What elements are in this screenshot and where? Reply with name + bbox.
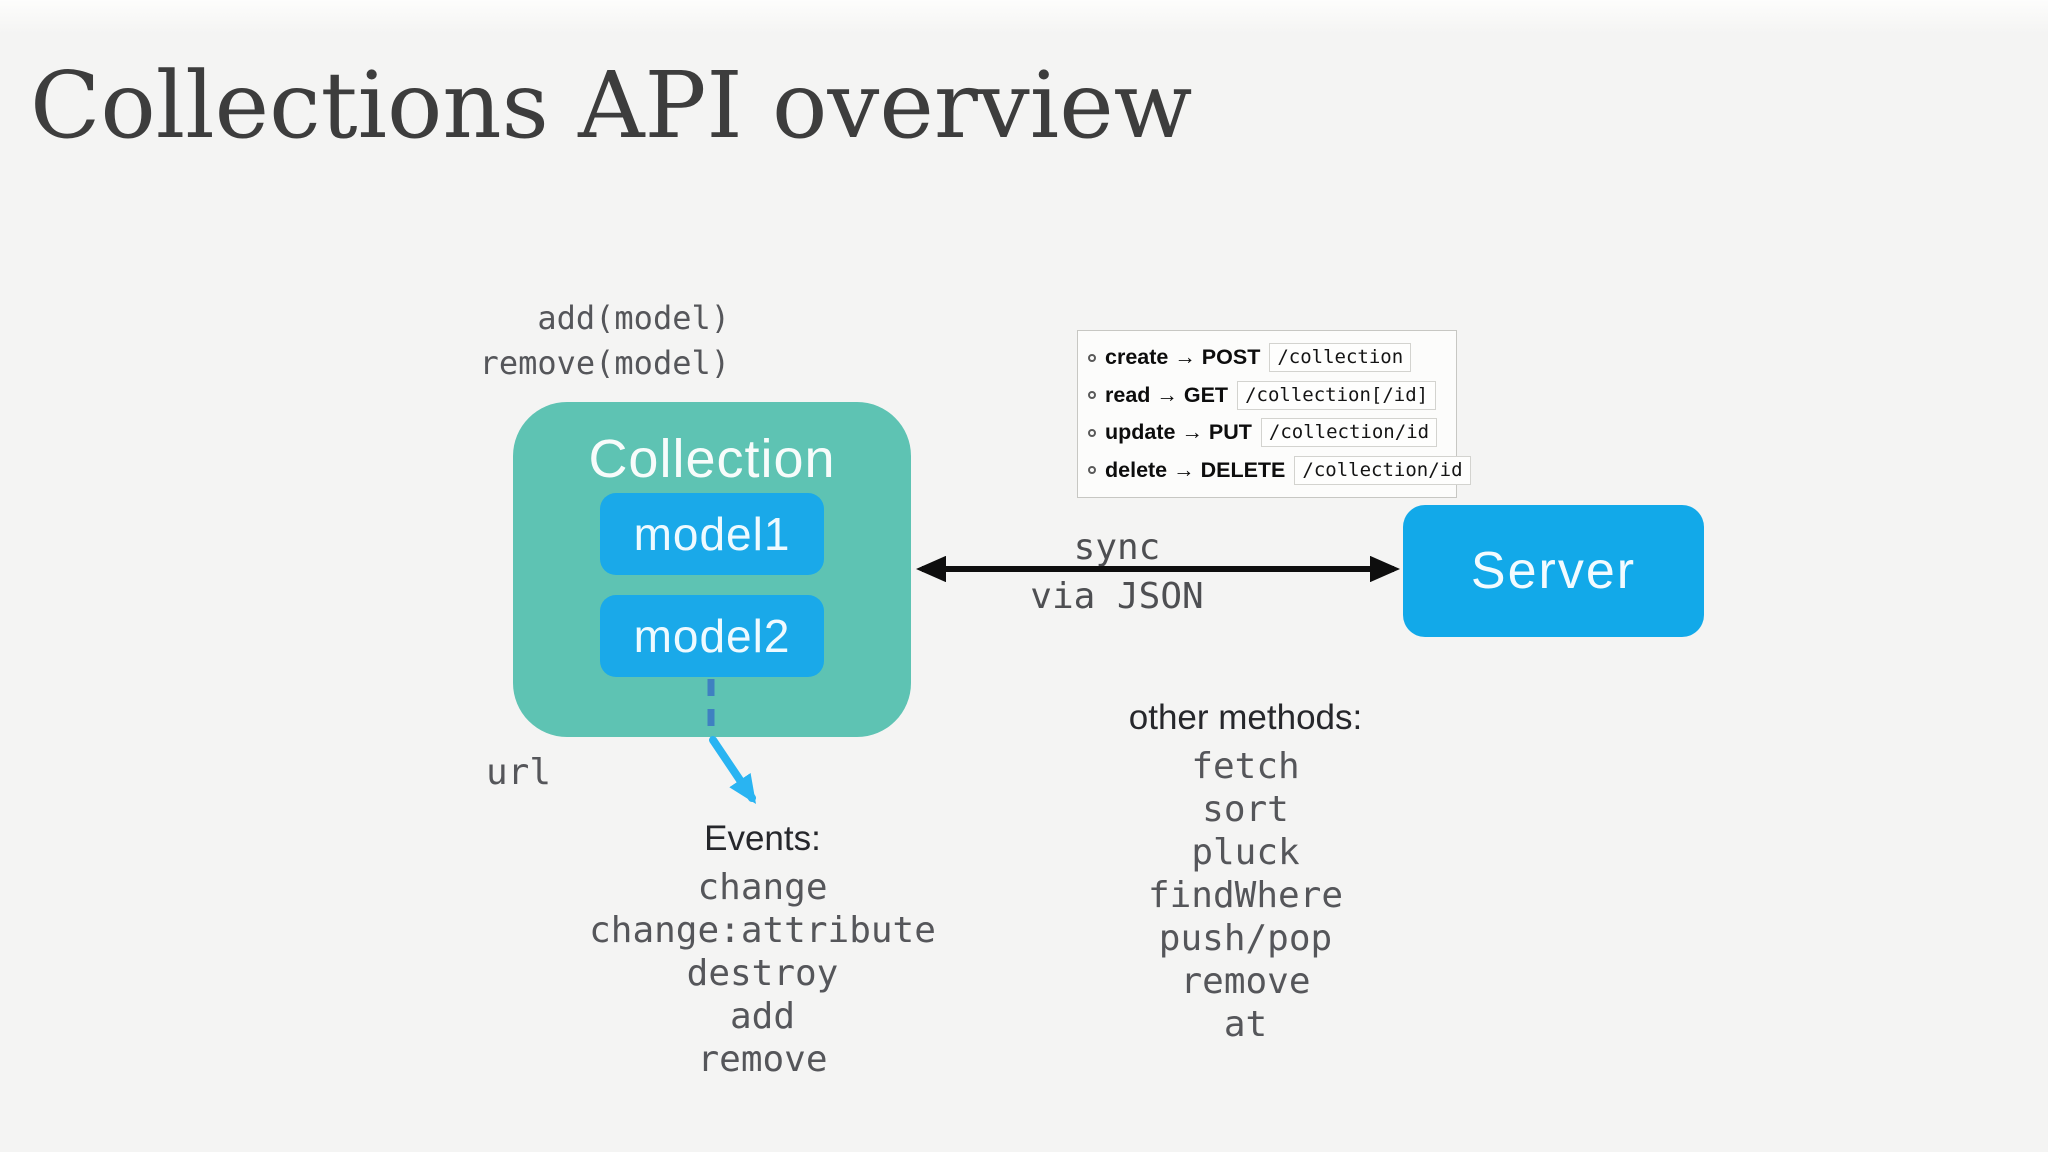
collection-mutators-label: add(model) remove(model) xyxy=(430,296,730,386)
method-item: sort xyxy=(1202,789,1289,830)
model1-label: model1 xyxy=(633,508,791,560)
rest-method-label: read → GET xyxy=(1105,382,1229,407)
other-methods-heading: other methods: xyxy=(1128,698,1363,737)
method-item: push/pop xyxy=(1158,918,1333,959)
bullet-icon xyxy=(1088,353,1096,362)
rest-method-label: delete → DELETE xyxy=(1105,457,1286,482)
add-model-label: add(model) xyxy=(537,299,730,337)
rest-path-chip: /collection/id xyxy=(1260,418,1438,448)
rest-path-chip: /collection/id xyxy=(1294,455,1471,485)
page-title: Collections API overview xyxy=(30,52,1193,159)
bullet-icon xyxy=(1088,466,1096,475)
url-label: url xyxy=(486,752,552,793)
model1-box: model1 xyxy=(600,493,824,575)
method-item: fetch xyxy=(1191,746,1300,787)
method-item: findWhere xyxy=(1147,875,1344,916)
rest-row-update: update → PUT /collection/id xyxy=(1088,418,1446,448)
events-heading: Events: xyxy=(704,819,821,858)
rest-method-label: update → PUT xyxy=(1105,420,1252,445)
model2-label: model2 xyxy=(633,610,791,662)
rest-row-read: read → GET /collection[/id] xyxy=(1088,380,1446,410)
rest-method-label: create → POST xyxy=(1105,345,1261,370)
rest-api-panel: create → POST /collection read → GET /co… xyxy=(1077,330,1471,498)
event-item: change xyxy=(697,867,828,908)
server-box: Server xyxy=(1403,505,1704,637)
method-item: pluck xyxy=(1191,832,1300,873)
other-methods-list: other methods: fetch sort pluck findWher… xyxy=(1043,696,1448,1046)
rest-row-delete: delete → DELETE /collection/id xyxy=(1088,455,1471,485)
event-item: destroy xyxy=(686,953,839,994)
rest-path-chip: /collection[/id] xyxy=(1237,380,1437,410)
method-item: at xyxy=(1223,1004,1268,1045)
event-item: change:attribute xyxy=(589,910,936,951)
event-item: add xyxy=(729,996,796,1037)
collection-title: Collection xyxy=(588,429,836,489)
events-list: Events: change change:attribute destroy … xyxy=(560,817,965,1081)
rest-path-chip: /collection xyxy=(1269,343,1412,373)
event-item: remove xyxy=(697,1039,828,1080)
rest-row-create: create → POST /collection xyxy=(1088,343,1446,373)
model2-box: model2 xyxy=(600,595,824,677)
bullet-icon xyxy=(1088,391,1096,400)
events-arrow-icon xyxy=(709,736,757,804)
sync-label: sync xyxy=(1073,527,1161,568)
bullet-icon xyxy=(1088,428,1096,437)
remove-model-label: remove(model) xyxy=(479,344,730,382)
method-item: remove xyxy=(1180,961,1311,1002)
collection-box: Collection model1 model2 xyxy=(513,402,911,737)
server-title: Server xyxy=(1470,542,1637,600)
via-json-label: via JSON xyxy=(1030,576,1204,617)
